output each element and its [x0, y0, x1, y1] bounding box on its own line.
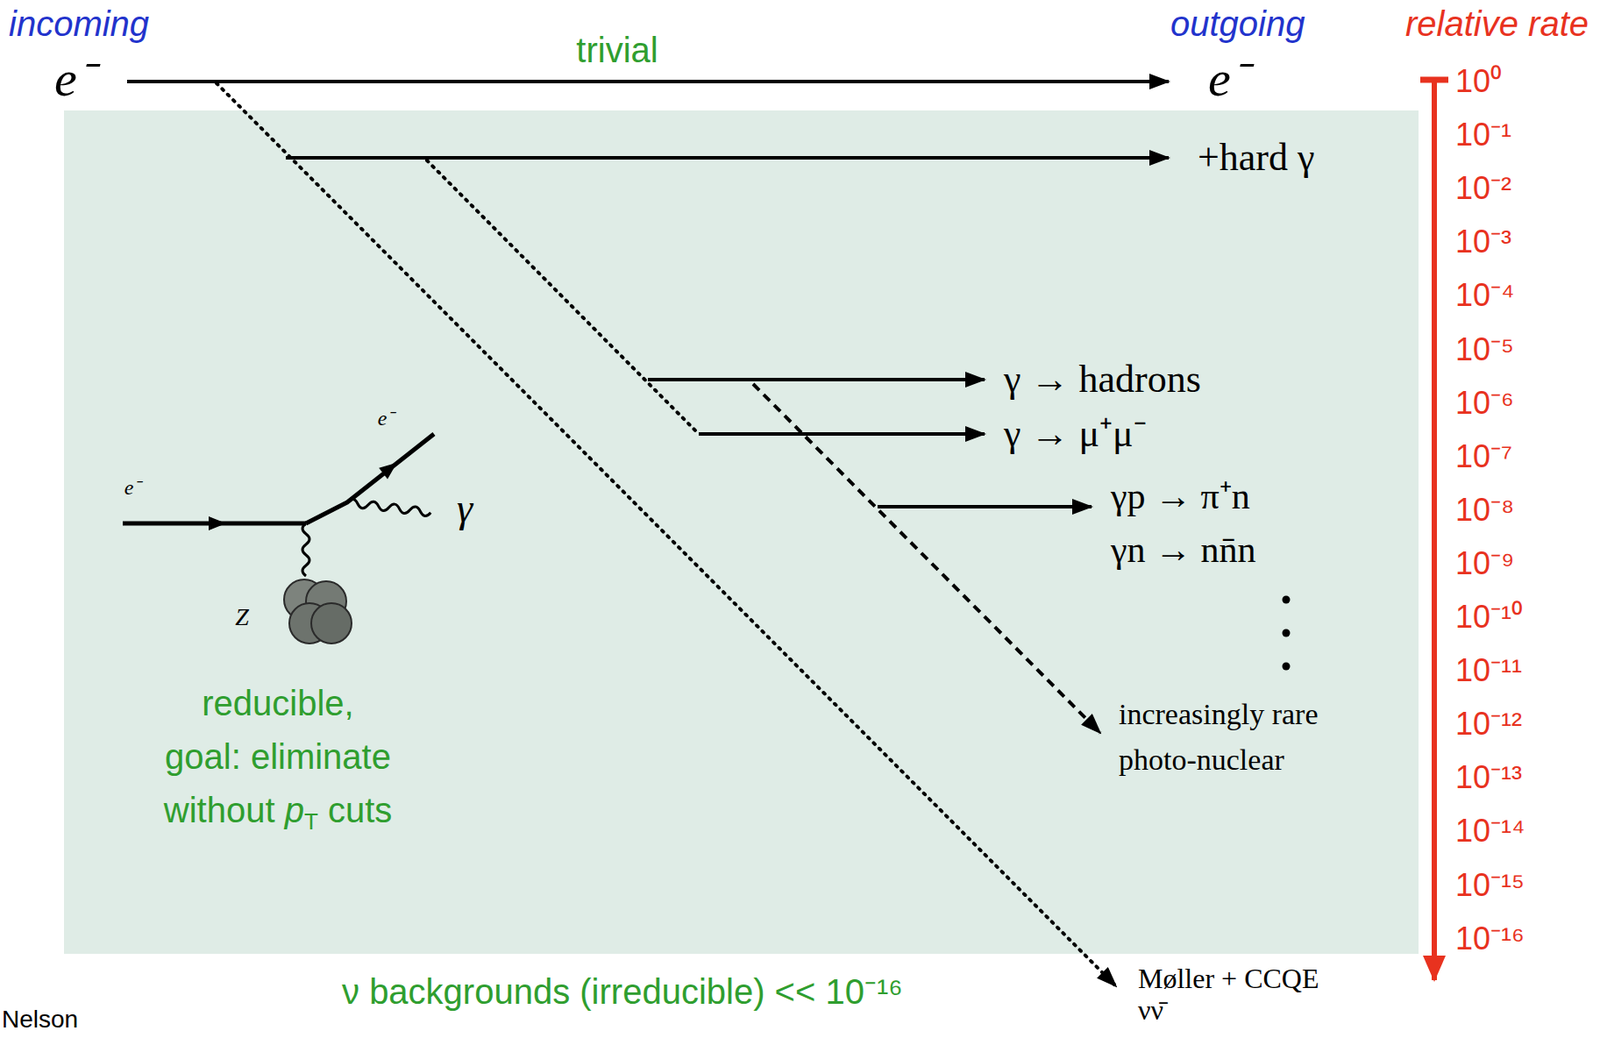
rate-axis: [1431, 79, 1437, 981]
process-label: +hard γ: [1197, 136, 1315, 179]
exchange-line: [302, 523, 310, 576]
axis-heading: outgoing: [1170, 4, 1305, 43]
rate-axis-tick: [1420, 77, 1449, 84]
ellipsis-dot: [1282, 596, 1291, 605]
rate-tick-label: 10⁻¹⁵: [1455, 867, 1525, 904]
rate-tick-label: 10⁻⁴: [1455, 278, 1515, 314]
rate-tick-label: 10⁻¹²: [1455, 706, 1522, 742]
branch-line: [216, 83, 1117, 987]
particle-label: e⁻: [54, 50, 95, 107]
rate-tick-label: 10⁻¹¹: [1455, 653, 1522, 689]
process-arrow: [698, 432, 985, 436]
nucleon: [311, 603, 352, 644]
particle-label: Z: [234, 604, 249, 632]
process-label: γ → hadrons: [1003, 358, 1202, 401]
process-arrow: [285, 156, 1169, 160]
process-arrow: [877, 504, 1092, 509]
process-label: νν̄: [1137, 995, 1164, 1026]
particle-label: e⁻: [1208, 50, 1249, 107]
process-label: γp → π⁺n: [1110, 476, 1251, 517]
process-label: trivial: [576, 30, 658, 70]
ellipsis-dot: [1282, 662, 1291, 671]
particle-label: e⁻: [377, 406, 395, 430]
rate-tick-label: 10⁻¹³: [1455, 760, 1522, 797]
axis-heading: incoming: [8, 4, 150, 43]
electron-arrow: [208, 516, 227, 531]
rate-tick-label: 10⁻¹: [1455, 117, 1512, 153]
rate-tick-label: 10⁻⁵: [1455, 332, 1515, 368]
branch-line: [426, 160, 699, 434]
rate-tick-label: 10⁻⁸: [1455, 492, 1515, 528]
process-arrow: [647, 377, 985, 382]
axis-heading: relative rate: [1405, 4, 1589, 43]
background-note: ν backgrounds (irreducible) << 10⁻¹⁶: [341, 972, 904, 1011]
region-caption: reducible, goal: eliminate without pT cu…: [163, 676, 393, 838]
process-label: increasingly rare photo-nuclear: [1118, 691, 1319, 783]
particle-label: γ: [456, 486, 473, 532]
photon-line: [346, 498, 431, 518]
electron-line: [305, 433, 434, 524]
rate-tick-label: 10⁻⁹: [1455, 546, 1515, 582]
ellipsis-dot: [1282, 629, 1291, 638]
electron-arrow: [378, 457, 402, 480]
rate-tick-label: 10⁻³: [1455, 225, 1512, 261]
rate-tick-label: 10⁻⁷: [1455, 439, 1513, 475]
process-label: Møller + CCQE: [1137, 963, 1319, 995]
particle-label: e⁻: [124, 476, 142, 499]
author-credit: Nelson: [1, 1006, 79, 1034]
rate-tick-label: 10⁻¹⁴: [1455, 814, 1526, 850]
feynman-diagram: [122, 433, 434, 644]
rate-tick-label: 10⁻⁶: [1455, 385, 1515, 421]
process-label: γn → nn̄n: [1110, 529, 1257, 570]
rate-tick-label: 10⁻²: [1455, 170, 1512, 207]
process-label: γ → μ⁺μ⁻: [1003, 412, 1147, 456]
rate-tick-label: 10⁻¹⁰: [1455, 599, 1523, 635]
rate-tick-label: 10⁻¹⁶: [1455, 921, 1525, 957]
rate-tick-label: 10⁰: [1455, 64, 1502, 100]
process-arrow: [127, 79, 1169, 84]
